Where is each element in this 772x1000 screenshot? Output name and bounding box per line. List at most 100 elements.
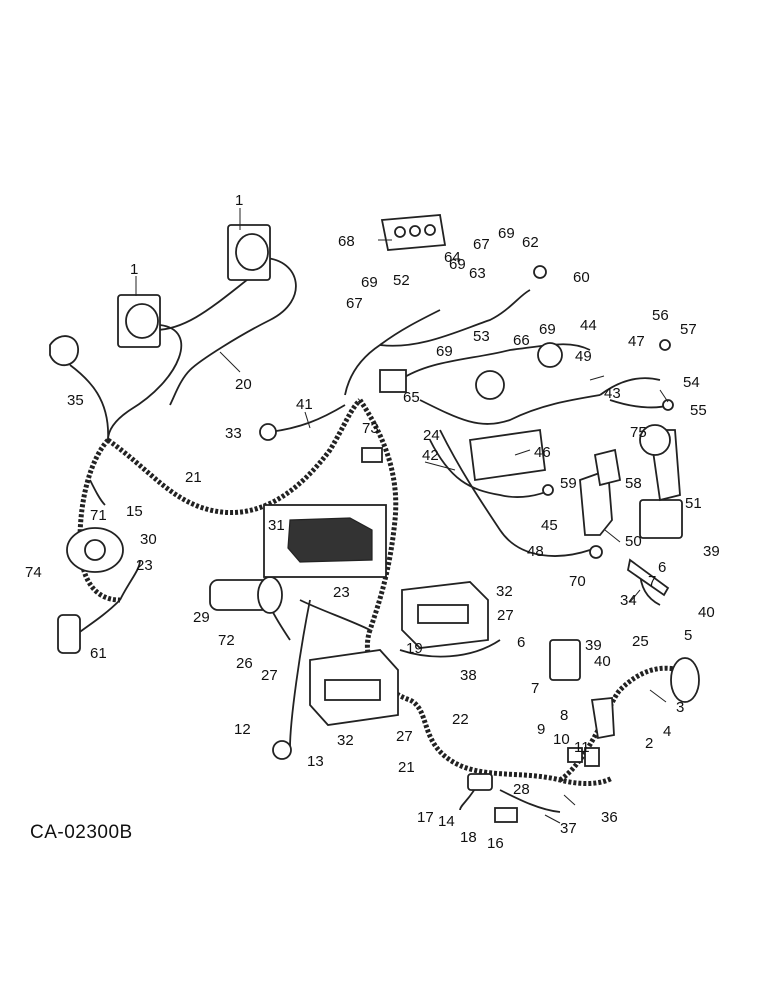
callout-49: 49 [575, 348, 592, 365]
callouts: 1 1 2 3 4 5 6 6 7 7 8 9 10 11 12 13 14 1… [25, 192, 720, 852]
fitting-75 [639, 424, 671, 456]
callout-37: 37 [560, 820, 577, 837]
bracket-59 [593, 448, 622, 487]
callout-11: 11 [574, 739, 590, 756]
parts [49, 214, 700, 823]
callout-23: 23 [333, 584, 350, 601]
lamp-5 [670, 657, 700, 703]
switch-14 [467, 773, 493, 791]
callout-27: 27 [497, 607, 514, 624]
callout-69: 69 [539, 321, 556, 338]
callout-2: 2 [645, 735, 653, 752]
callout-30: 30 [140, 531, 157, 548]
callout-52: 52 [393, 272, 410, 289]
bracket-34 [627, 558, 670, 597]
callout-12: 12 [234, 721, 251, 738]
callout-18: 18 [460, 829, 477, 846]
callout-74: 74 [25, 564, 42, 581]
connector-73 [361, 447, 383, 463]
callout-27: 27 [396, 728, 413, 745]
callout-69: 69 [449, 256, 466, 273]
callout-57: 57 [680, 321, 697, 338]
callout-32: 32 [337, 732, 354, 749]
callout-63: 63 [469, 265, 486, 282]
callout-33: 33 [225, 425, 242, 442]
callout-73: 73 [362, 420, 379, 437]
callout-8: 8 [560, 707, 568, 724]
callout-4: 4 [663, 723, 671, 740]
callout-15: 15 [126, 503, 143, 520]
callout-56: 56 [652, 307, 669, 324]
switch-12 [272, 740, 292, 760]
callout-24: 24 [423, 427, 440, 444]
fitting-60 [533, 265, 547, 279]
callout-1: 1 [130, 261, 138, 278]
drawing-id: CA-02300B [30, 822, 133, 843]
callout-69: 69 [436, 343, 453, 360]
callout-67: 67 [473, 236, 490, 253]
connector-65 [379, 369, 407, 393]
callout-35: 35 [67, 392, 84, 409]
callout-32: 32 [496, 583, 513, 600]
callout-1: 1 [235, 192, 243, 209]
switch-16 [494, 807, 518, 823]
callout-41: 41 [296, 396, 313, 413]
callout-58: 58 [625, 475, 642, 492]
callout-39: 39 [703, 543, 720, 560]
gauge-44 [537, 342, 563, 368]
switch-70 [589, 545, 603, 559]
callout-17: 17 [417, 809, 434, 826]
callout-53: 53 [473, 328, 490, 345]
callout-40: 40 [698, 604, 715, 621]
callout-45: 45 [541, 517, 558, 534]
battery-upper [401, 581, 489, 649]
callout-28: 28 [513, 781, 530, 798]
callout-29: 29 [193, 609, 210, 626]
relay-6-upper [639, 499, 683, 539]
callout-40: 40 [594, 653, 611, 670]
callout-61: 61 [90, 645, 107, 662]
connector-10 [567, 747, 583, 763]
callout-39: 39 [585, 637, 602, 654]
callout-9: 9 [537, 721, 545, 738]
wires [69, 257, 671, 813]
callout-7: 7 [531, 680, 539, 697]
callout-43: 43 [604, 385, 621, 402]
callout-54: 54 [683, 374, 700, 391]
fitting-57 [659, 339, 671, 351]
leader-lines [135, 208, 669, 824]
callout-69: 69 [361, 274, 378, 291]
callout-36: 36 [601, 809, 618, 826]
callout-50: 50 [625, 533, 642, 550]
callout-23: 23 [136, 557, 153, 574]
connector-11 [584, 747, 600, 767]
callout-38: 38 [460, 667, 477, 684]
callout-25: 25 [632, 633, 649, 650]
callout-71: 71 [90, 507, 107, 524]
callout-27: 27 [261, 667, 278, 684]
callout-47: 47 [628, 333, 645, 350]
callout-51: 51 [685, 495, 702, 512]
callout-62: 62 [522, 234, 539, 251]
gauge-53 [475, 370, 505, 400]
callout-6: 6 [658, 559, 666, 576]
horn-35 [49, 335, 79, 367]
callout-19: 19 [406, 640, 423, 657]
panel-46 [468, 428, 547, 482]
callout-46: 46 [534, 444, 551, 461]
callout-70: 70 [569, 573, 586, 590]
callout-66: 66 [513, 332, 530, 349]
callout-16: 16 [487, 835, 504, 852]
callout-75: 75 [630, 424, 647, 441]
callout-72: 72 [218, 632, 235, 649]
callout-21: 21 [398, 759, 415, 776]
callout-5: 5 [684, 627, 692, 644]
callout-59: 59 [560, 475, 577, 492]
callout-42: 42 [422, 447, 439, 464]
callout-3: 3 [676, 699, 684, 716]
callout-44: 44 [580, 317, 597, 334]
callout-7: 7 [648, 573, 656, 590]
relay-6-lower [549, 639, 581, 681]
callout-55: 55 [690, 402, 707, 419]
callout-64: 64 [444, 249, 461, 266]
